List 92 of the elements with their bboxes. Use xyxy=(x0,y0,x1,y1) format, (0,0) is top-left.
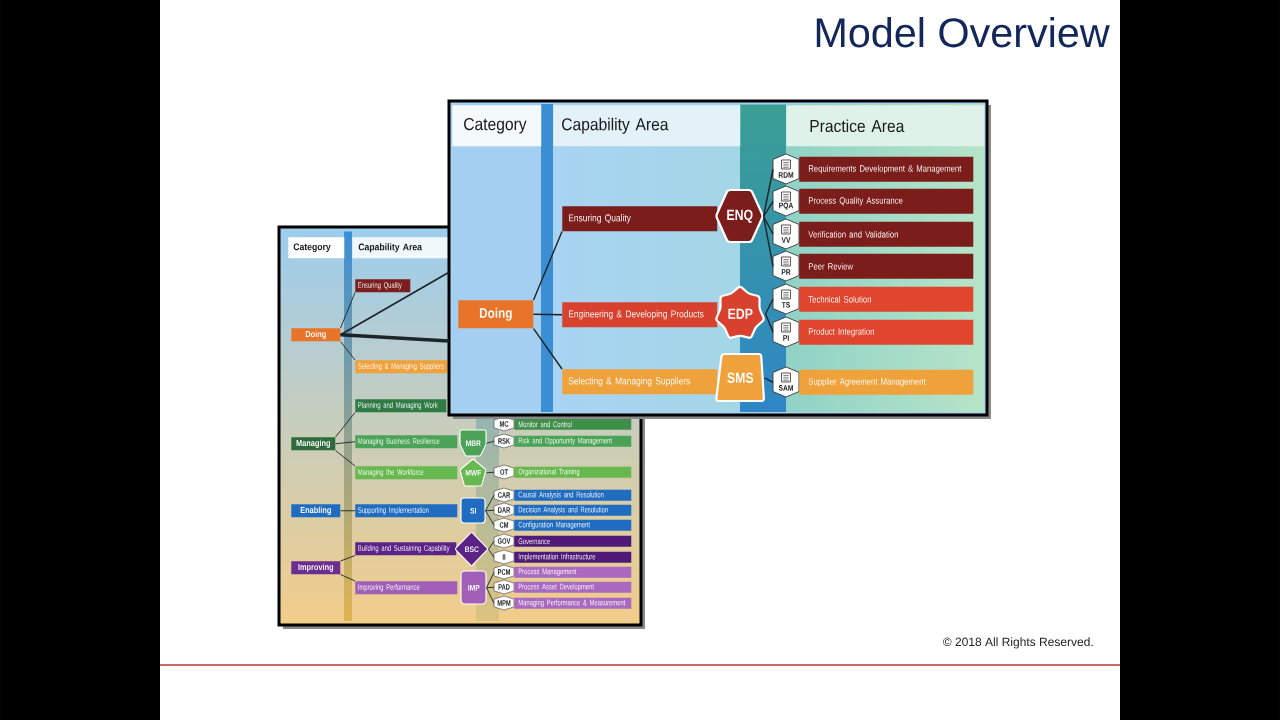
practice-bar: Risk and Opportunity Management xyxy=(514,435,632,447)
icon-badge: OT xyxy=(493,464,515,480)
practice-bar: Requirements Development & Management xyxy=(799,156,974,182)
star-badge: EDP xyxy=(715,285,765,339)
square-badge: SI xyxy=(460,497,486,524)
practice-bar: Product Integration xyxy=(799,319,974,345)
column-header: Capability Area xyxy=(352,237,451,259)
column-header: Category xyxy=(288,237,345,259)
connector-line xyxy=(764,313,774,333)
practice-bar: Technical Solution xyxy=(799,286,974,312)
connector-line xyxy=(486,586,495,589)
connector-line xyxy=(340,292,356,329)
capability-bar: Supporting Implementation xyxy=(355,504,458,518)
connector-line xyxy=(764,298,774,315)
capability-bar: Managing the Workforce xyxy=(355,466,458,480)
connector-line xyxy=(335,441,356,445)
slide-title: Model Overview xyxy=(816,17,1110,48)
icon-badge: RSK xyxy=(493,433,515,449)
icon-badge: DAR xyxy=(493,502,515,518)
pentagon-badge: MWF xyxy=(459,458,487,487)
connector-line xyxy=(762,168,774,217)
category-box: Doing xyxy=(291,328,341,342)
icon-badge: PAD xyxy=(493,579,515,595)
column-header: Category xyxy=(452,105,542,147)
practice-bar: Supplier Agreement Management xyxy=(799,369,974,395)
capability-bar: Ensuring Quality xyxy=(562,206,718,232)
column-header: Capability Area xyxy=(553,105,741,147)
capability-bar: Managing Business Resilience xyxy=(355,435,458,449)
icon-badge: MPM xyxy=(493,595,515,611)
practice-bar: Verification and Validation xyxy=(799,221,974,247)
practice-bar: Monitor and Control xyxy=(514,418,632,430)
category-box: Doing xyxy=(458,300,534,329)
practice-bar: Decision Analysis and Resolution xyxy=(514,504,632,516)
connector-line xyxy=(340,510,356,512)
zoom-line xyxy=(340,333,450,343)
category-box: Improving xyxy=(291,561,341,575)
capability-bar: Building and Sustaining Capability xyxy=(355,542,457,556)
connector-line xyxy=(762,215,774,235)
connector-line xyxy=(532,327,563,370)
connector-line xyxy=(762,200,774,217)
connector-line xyxy=(488,540,495,550)
category-box: Enabling xyxy=(291,504,341,518)
connector-line xyxy=(485,509,495,512)
icon-badge: TS xyxy=(772,283,800,315)
practice-bar: Governance xyxy=(514,535,632,547)
connector-line xyxy=(763,377,774,383)
connector-line xyxy=(486,571,495,589)
icon-badge: II xyxy=(493,549,515,565)
practice-bar: Process Quality Assurance xyxy=(799,188,974,214)
connector-line xyxy=(340,555,356,562)
practice-bar: Implementation Infrastructure xyxy=(514,551,632,563)
connector-line xyxy=(486,471,495,474)
icon-badge: CAR xyxy=(493,487,515,503)
icon-badge: PQA xyxy=(772,185,800,217)
copyright-note: © 2018 All Rights Reserved. xyxy=(943,637,1093,649)
practice-bar: Causal Analysis and Resolution xyxy=(514,489,632,501)
practice-bar: Peer Review xyxy=(799,253,974,279)
connector-line xyxy=(485,510,495,526)
icon-badge: GOV xyxy=(493,533,515,549)
rounded-badge: IMP xyxy=(460,570,487,605)
connector-line xyxy=(486,587,495,604)
connector-line xyxy=(485,494,495,512)
diamond-badge: BSC xyxy=(454,531,489,567)
icon-badge: CM xyxy=(493,517,515,533)
capability-bar: Engineering & Developing Products xyxy=(562,302,718,328)
connector-line xyxy=(335,412,356,438)
category-box: Managing xyxy=(291,437,336,451)
practice-bar: Organizational Training xyxy=(514,466,632,478)
capability-bar: Selecting & Managing Suppliers xyxy=(355,360,448,374)
capability-bar: Planning and Managing Work xyxy=(355,399,447,413)
connector-line xyxy=(340,574,356,582)
shield-badge: MBR xyxy=(459,429,487,457)
practice-bar: Process Management xyxy=(514,566,632,578)
column-header: Practice Area xyxy=(786,105,985,147)
capability-bar: Improving Performance xyxy=(355,581,458,595)
connector-line xyxy=(335,450,356,467)
icon-badge: PCM xyxy=(493,564,515,580)
zoom-line xyxy=(339,271,450,336)
hexagon-badge: ENQ xyxy=(715,188,764,244)
connector-line xyxy=(340,341,356,361)
trapezoid-badge: SMS xyxy=(715,352,765,403)
connector-line xyxy=(532,313,563,316)
icon-badge: RDM xyxy=(772,153,800,185)
connector-line xyxy=(762,215,774,267)
practice-bar: Managing Performance & Measurement xyxy=(514,597,632,609)
connector-line xyxy=(486,440,495,444)
practice-bar: Configuration Management xyxy=(514,519,632,531)
capability-bar: Ensuring Quality xyxy=(355,279,411,293)
capability-bar: Selecting & Managing Suppliers xyxy=(562,369,718,395)
connector-line xyxy=(488,548,495,558)
connector-line xyxy=(532,230,563,301)
practice-bar: Process Asset Development xyxy=(514,581,632,593)
